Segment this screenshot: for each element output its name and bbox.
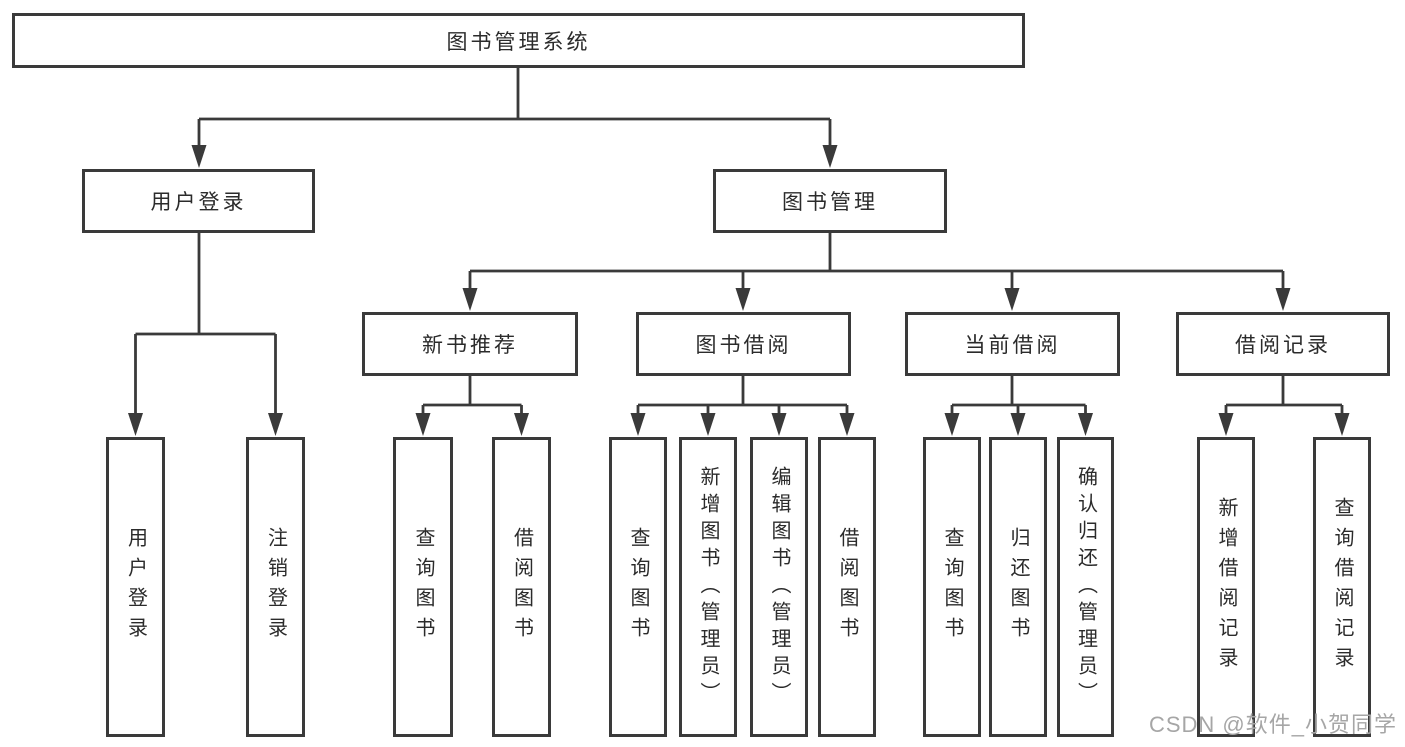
leaf-return-book-label: 归还图书 xyxy=(1007,527,1029,647)
arrowhead xyxy=(700,413,716,436)
node-root: 图书管理系统 xyxy=(12,13,1025,68)
arrowhead xyxy=(415,413,431,436)
arrowhead xyxy=(1275,288,1291,311)
arrowhead xyxy=(1334,413,1350,436)
node-root-label: 图书管理系统 xyxy=(446,30,591,54)
leaf-confirm-return-admin-label: 确认归还（管理员） xyxy=(1074,465,1097,709)
arrowheads xyxy=(128,145,1350,436)
leaf-user-login-label: 用户登录 xyxy=(124,527,147,647)
arrowhead xyxy=(822,145,838,168)
node-book-management-label: 图书管理 xyxy=(782,191,878,214)
arrowhead xyxy=(771,413,787,436)
leaf-add-borrow-record: 新增借阅记录 xyxy=(1197,437,1255,737)
leaf-logout-label: 注销登录 xyxy=(264,527,287,647)
leaf-add-book-admin-label: 新增图书（管理员） xyxy=(697,465,719,709)
connector-borrowrecords-fan xyxy=(1224,376,1344,418)
leaf-query-book-current-label: 查询图书 xyxy=(941,527,963,647)
leaf-add-book-admin: 新增图书（管理员） xyxy=(679,437,737,737)
leaf-borrow-book-borrow: 借阅图书 xyxy=(818,437,876,737)
arrowhead xyxy=(462,288,478,311)
arrowhead xyxy=(839,413,855,436)
leaf-query-book-rec: 查询图书 xyxy=(393,437,453,737)
arrowhead xyxy=(128,413,143,436)
node-user-login: 用户登录 xyxy=(82,169,315,233)
node-current-borrowing: 当前借阅 xyxy=(905,312,1120,376)
arrowhead xyxy=(1218,413,1234,436)
node-borrowing-records-label: 借阅记录 xyxy=(1235,334,1331,357)
node-book-borrowing-label: 图书借阅 xyxy=(695,334,792,357)
leaf-edit-book-admin: 编辑图书（管理员） xyxy=(750,437,808,737)
arrowhead xyxy=(1004,288,1020,311)
leaf-query-borrow-record-label: 查询借阅记录 xyxy=(1331,497,1353,677)
csdn-watermark: CSDN @软件_小贺同学 xyxy=(1148,712,1397,737)
leaf-query-book-borrow: 查询图书 xyxy=(609,437,667,737)
connector-bookmgmt-to-level3 xyxy=(468,233,1285,291)
leaf-logout: 注销登录 xyxy=(246,437,305,737)
node-book-borrowing: 图书借阅 xyxy=(636,312,851,376)
connector-bookborrow-fan xyxy=(636,376,849,418)
connector-userlogin-fan xyxy=(134,233,277,418)
node-book-management: 图书管理 xyxy=(713,169,947,233)
leaf-confirm-return-admin: 确认归还（管理员） xyxy=(1057,437,1114,737)
node-borrowing-records: 借阅记录 xyxy=(1176,312,1390,376)
arrowhead xyxy=(1078,413,1093,436)
connector-currentborrow-fan xyxy=(950,376,1087,418)
leaf-query-book-current: 查询图书 xyxy=(923,437,981,737)
leaf-return-book: 归还图书 xyxy=(989,437,1047,737)
leaf-add-borrow-record-label: 新增借阅记录 xyxy=(1215,497,1237,677)
arrowhead xyxy=(268,413,283,436)
node-new-book-recommendation: 新书推荐 xyxy=(362,312,578,376)
arrowhead xyxy=(944,413,960,436)
leaf-user-login: 用户登录 xyxy=(106,437,165,737)
arrowhead xyxy=(735,288,751,311)
node-user-login-label: 用户登录 xyxy=(150,191,247,214)
leaf-borrow-book-borrow-label: 借阅图书 xyxy=(836,527,858,647)
node-new-book-recommendation-label: 新书推荐 xyxy=(422,334,518,357)
arrowhead xyxy=(191,145,207,168)
arrowhead xyxy=(514,413,529,436)
connector-root-to-level2 xyxy=(197,68,832,148)
node-current-borrowing-label: 当前借阅 xyxy=(964,334,1061,357)
connector-newbookrec-fan xyxy=(421,376,523,418)
leaf-borrow-book-rec-label: 借阅图书 xyxy=(510,527,533,647)
leaf-edit-book-admin-label: 编辑图书（管理员） xyxy=(768,465,790,709)
leaf-query-book-rec-label: 查询图书 xyxy=(412,527,434,647)
leaf-borrow-book-rec: 借阅图书 xyxy=(492,437,551,737)
leaf-query-book-borrow-label: 查询图书 xyxy=(627,527,649,647)
leaf-query-borrow-record: 查询借阅记录 xyxy=(1313,437,1371,737)
arrowhead xyxy=(630,413,646,436)
arrowhead xyxy=(1010,413,1026,436)
